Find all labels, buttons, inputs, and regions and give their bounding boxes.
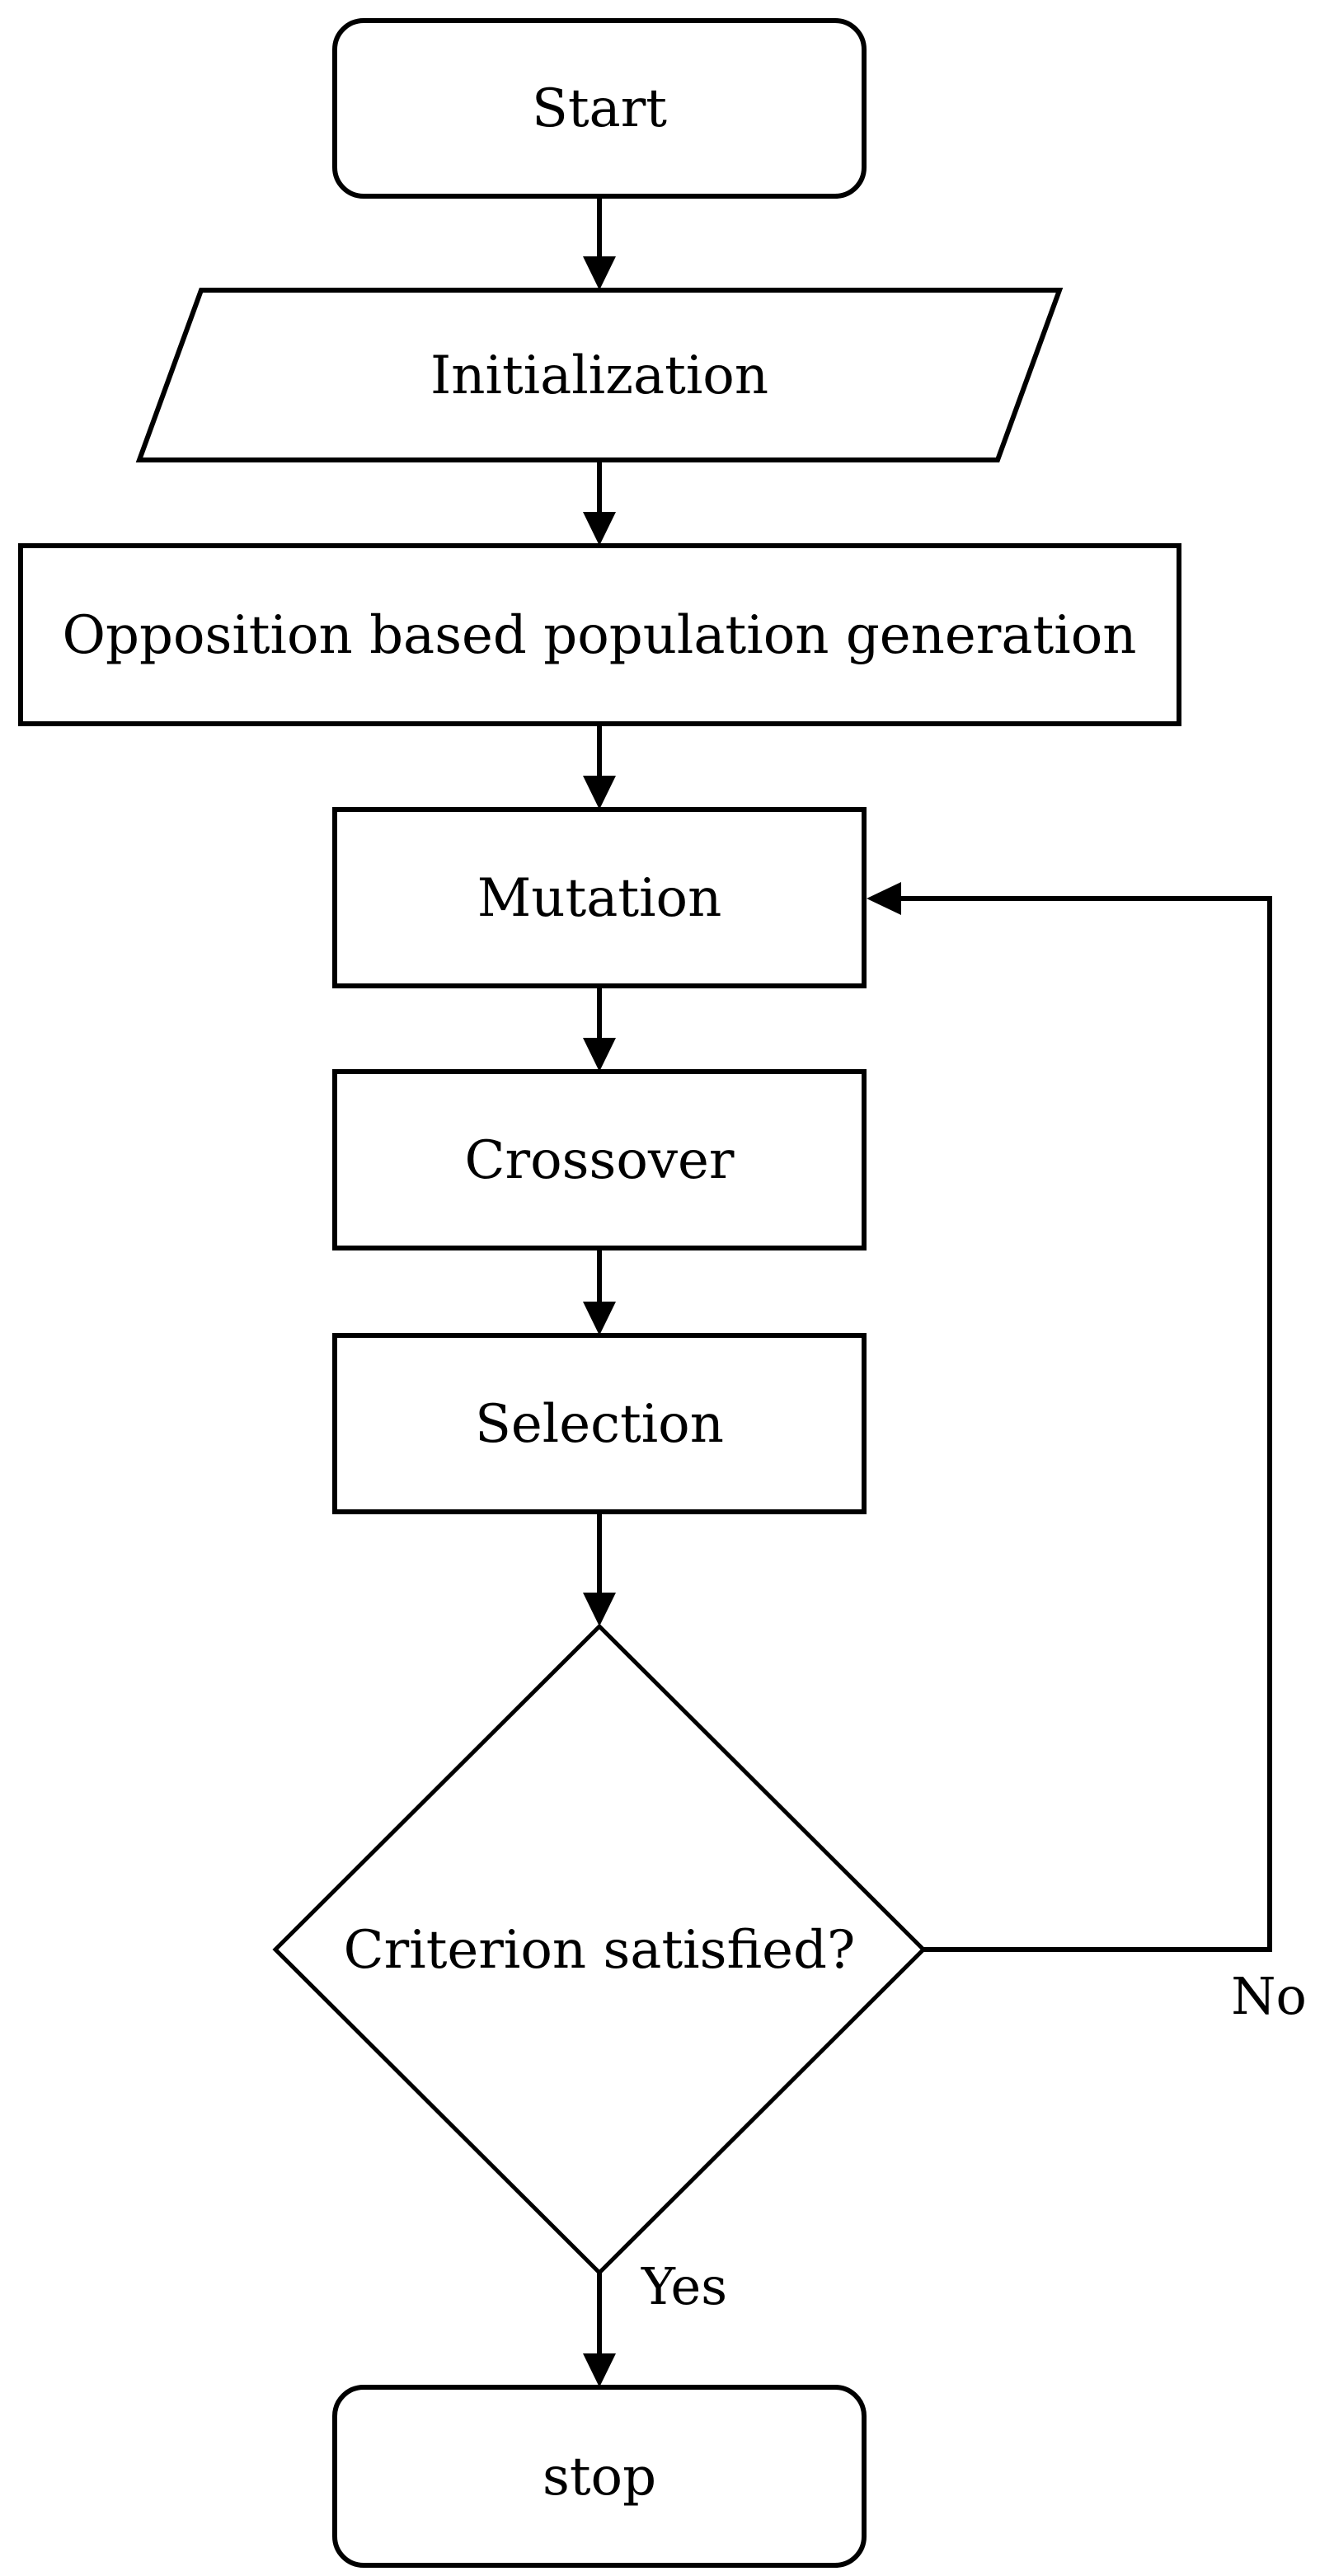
start-label: Start	[532, 78, 667, 139]
decision-label: Criterion satisfied?	[344, 1920, 856, 1981]
edge-opposition-to-mutation	[583, 724, 616, 809]
mutation-process-shape	[332, 807, 867, 988]
edge-selection-to-decision	[583, 1512, 616, 1626]
node-selection: Selection	[332, 1333, 867, 1514]
stop-label: stop	[543, 2447, 656, 2508]
selection-label: Selection	[475, 1394, 724, 1455]
arrowhead-down-icon	[583, 1593, 616, 1626]
arrowhead-down-icon	[583, 256, 616, 290]
feedback-loop-line	[899, 896, 1272, 1952]
selection-process-shape	[332, 1333, 867, 1514]
node-decision: Criterion satisfied?	[272, 1623, 927, 2276]
edge-decision-to-mutation-feedback: No	[867, 882, 1307, 2026]
arrowhead-down-icon	[583, 776, 616, 809]
crossover-process-shape	[332, 1069, 867, 1250]
crossover-label: Crossover	[465, 1130, 735, 1191]
initialization-label: Initialization	[430, 345, 768, 406]
opposition-label: Opposition based population generation	[63, 605, 1137, 666]
edge-init-to-opposition	[583, 460, 616, 546]
node-mutation: Mutation	[332, 807, 867, 988]
opposition-process-shape	[18, 543, 1181, 726]
edge-crossover-to-selection	[583, 1248, 616, 1335]
node-crossover: Crossover	[332, 1069, 867, 1250]
initialization-parallelogram-shape	[135, 288, 1064, 462]
stop-terminator-shape	[332, 2385, 867, 2568]
arrowhead-left-icon	[867, 882, 901, 915]
edge-decision-to-stop: Yes	[583, 2256, 727, 2387]
arrowhead-down-icon	[583, 2353, 616, 2387]
arrowhead-down-icon	[583, 1038, 616, 1072]
node-opposition-generation: Opposition based population generation	[18, 543, 1181, 726]
node-stop: stop	[332, 2385, 867, 2568]
mutation-label: Mutation	[477, 868, 722, 929]
edge-mutation-to-crossover	[583, 986, 616, 1072]
start-terminator-shape	[332, 18, 867, 199]
arrowhead-down-icon	[583, 512, 616, 546]
edge-label-no: No	[1231, 1966, 1307, 2026]
edge-start-to-init	[583, 196, 616, 290]
node-initialization: Initialization	[135, 288, 1064, 462]
node-start: Start	[332, 18, 867, 199]
arrowhead-down-icon	[583, 1302, 616, 1335]
decision-diamond-shape	[272, 1623, 927, 2276]
edge-label-yes: Yes	[641, 2256, 727, 2316]
